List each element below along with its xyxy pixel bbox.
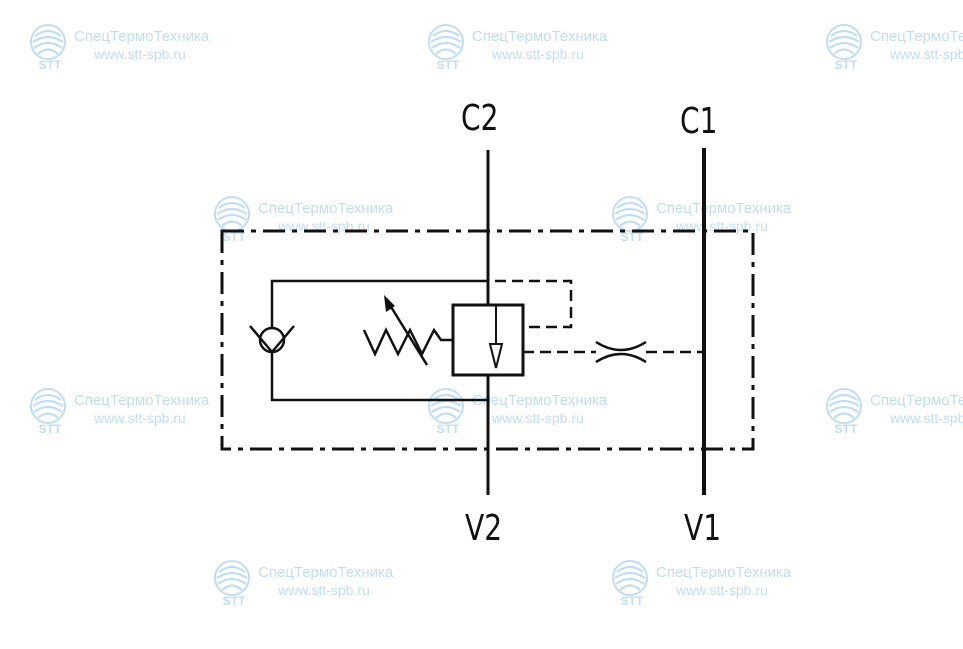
watermark-logo-text: STT — [38, 58, 62, 72]
relief-valve-element — [451, 303, 525, 377]
watermark-company: СпецТермоТехника — [472, 392, 608, 409]
stt-logo-icon — [612, 560, 648, 596]
adjustable-spring-icon — [362, 295, 453, 366]
watermark-logo-text: STT — [222, 230, 246, 244]
watermark-logo-text: STT — [436, 58, 460, 72]
stt-logo-icon — [30, 388, 66, 424]
watermark-company: СпецТермоТехника — [656, 564, 792, 581]
watermark-site: www.stt-spb.ru — [492, 410, 584, 426]
watermark-company: СпецТермоТехника — [472, 28, 608, 45]
watermark-company: СпецТермоТехника — [656, 200, 792, 217]
watermark-logo-text: STT — [834, 422, 858, 436]
watermark-site: www.stt-spb.ru — [890, 410, 963, 426]
watermark-site: www.stt-spb.ru — [676, 582, 768, 598]
watermark-site: www.stt-spb.ru — [94, 410, 186, 426]
watermark-company: СпецТермоТехника — [74, 392, 210, 409]
port-label-c2: C2 — [461, 98, 499, 139]
watermark-site: www.stt-spb.ru — [890, 46, 963, 62]
port-label-v1: V1 — [684, 508, 722, 549]
watermark-logo-text: STT — [222, 594, 246, 608]
watermark-logo-text: STT — [620, 594, 644, 608]
watermark-logo-text: STT — [834, 58, 858, 72]
check-valve-icon — [249, 325, 295, 354]
watermark-site: www.stt-spb.ru — [492, 46, 584, 62]
watermark-company: СпецТермоТехника — [258, 200, 394, 217]
pilot-line-top — [495, 279, 573, 329]
stt-logo-icon — [826, 24, 862, 60]
stt-logo-icon — [214, 560, 250, 596]
stt-logo-icon — [30, 24, 66, 60]
orifice-restrictor-icon — [595, 340, 647, 364]
watermark-company: СпецТермоТехника — [870, 28, 963, 45]
watermark-logo-text: STT — [436, 422, 460, 436]
watermark-logo-text: STT — [620, 230, 644, 244]
port-label-v2: V2 — [465, 508, 503, 549]
watermark-logo-text: STT — [38, 422, 62, 436]
port-label-c1: C1 — [680, 101, 718, 142]
watermark-company: СпецТермоТехника — [74, 28, 210, 45]
stt-logo-icon — [826, 388, 862, 424]
watermark-site: www.stt-spb.ru — [278, 582, 370, 598]
watermark-company: СпецТермоТехника — [870, 392, 963, 409]
watermark-company: СпецТермоТехника — [258, 564, 394, 581]
stt-logo-icon — [428, 24, 464, 60]
watermark-site: www.stt-spb.ru — [94, 46, 186, 62]
stt-logo-icon — [612, 196, 648, 232]
